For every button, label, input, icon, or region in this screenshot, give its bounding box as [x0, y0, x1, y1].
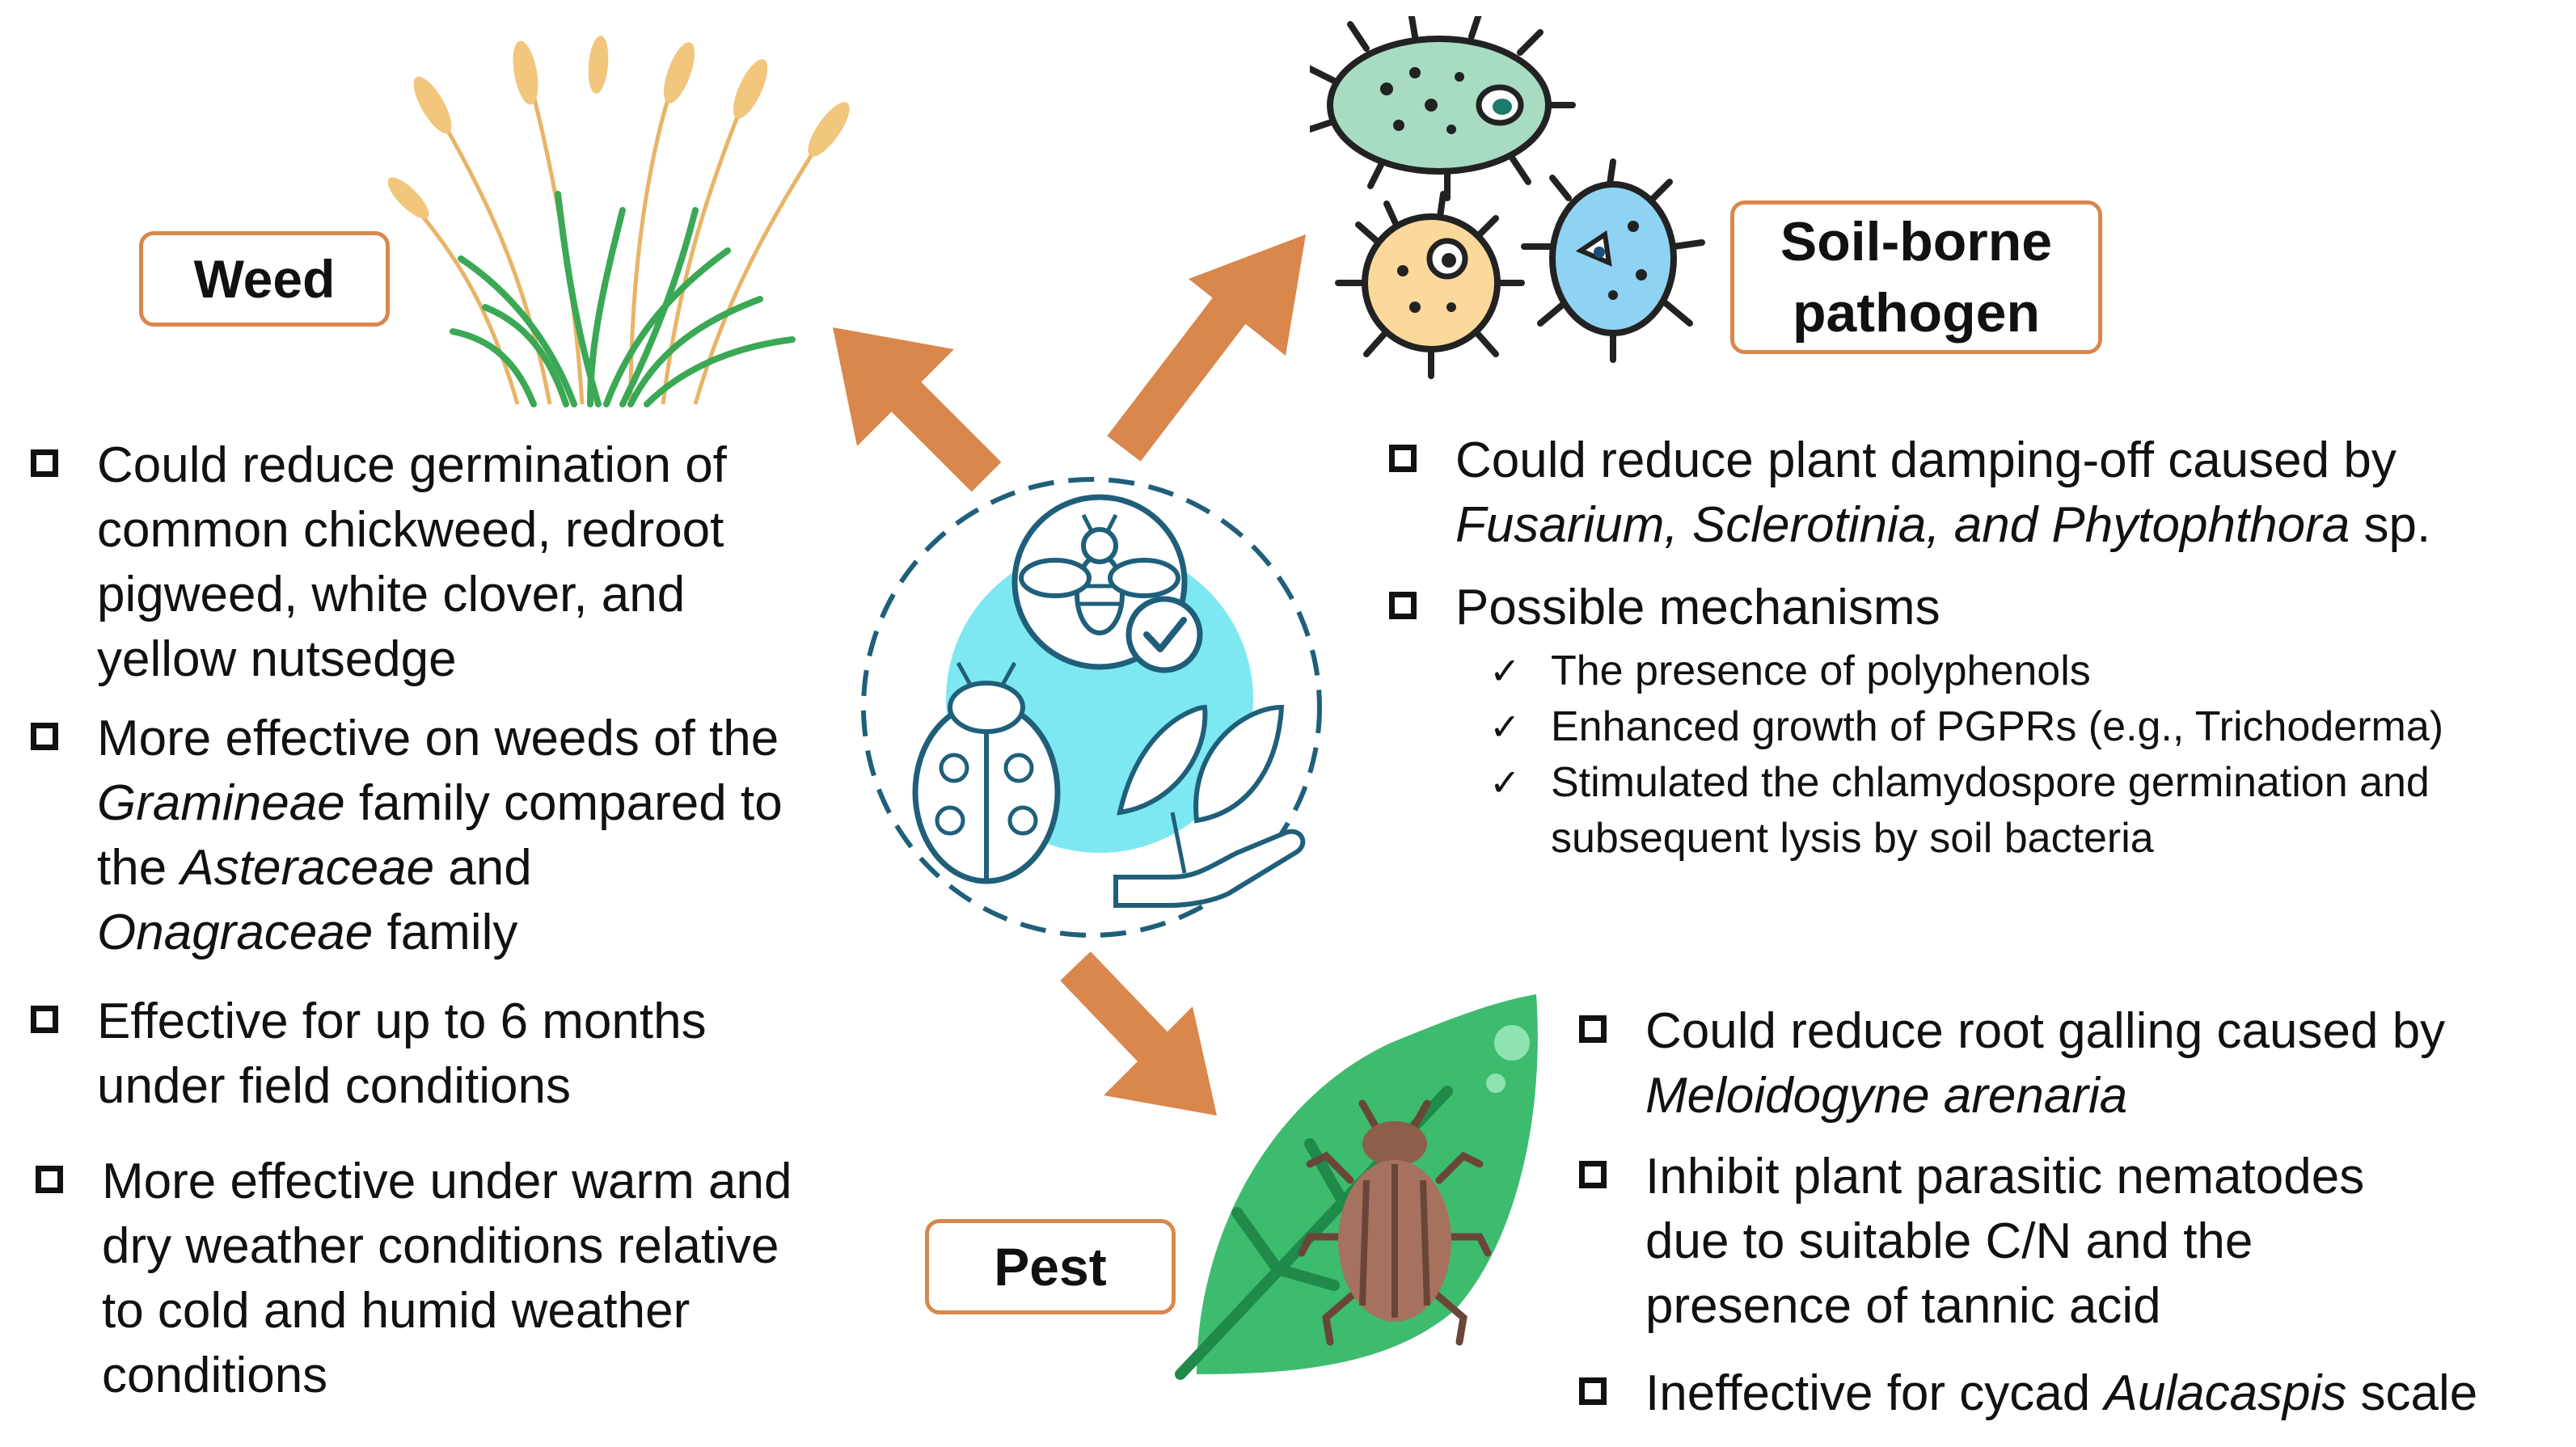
pathogen-label-line1: Soil-borne — [1780, 211, 2053, 272]
arrow-to-pest — [1060, 951, 1217, 1116]
arrow-to-pathogen — [1107, 234, 1306, 462]
pest-effects: Could reduce root galling caused by Melo… — [1573, 999, 2567, 1426]
checkbox-square-icon — [1579, 1377, 1607, 1405]
weed-item-2: More effective on weeds of the Gramineae… — [24, 707, 800, 965]
checkbox-square-icon — [36, 1166, 63, 1193]
checkbox-square-icon — [31, 1006, 58, 1033]
bee-icon — [1011, 494, 1188, 670]
pest-item-1: Could reduce root galling caused by Melo… — [1573, 999, 2567, 1128]
weed-label: Weed — [139, 231, 390, 327]
bacteria-illustration — [1310, 16, 1705, 379]
checkbox-square-icon — [1389, 592, 1417, 619]
checkmark-icon: ✓ — [1489, 650, 1521, 692]
beetle-icon — [1298, 1099, 1492, 1346]
mechanism-item-2: ✓ Enhanced growth of PGPRs (e.g., Tricho… — [1480, 699, 2547, 755]
beetle-on-leaf-illustration — [1175, 994, 1538, 1380]
weed-label-text: Weed — [193, 249, 336, 309]
pest-item-2: Inhibit plant parasitic nematodes due to… — [1573, 1145, 2454, 1339]
checkbox-square-icon — [1579, 1161, 1607, 1188]
grass-illustration — [388, 36, 850, 407]
pest-label: Pest — [925, 1219, 1176, 1314]
integrated-pest-management-icon — [861, 477, 1322, 938]
checkmark-icon: ✓ — [1489, 706, 1521, 748]
checkmark-icon: ✓ — [1489, 761, 1521, 804]
pest-label-text: Pest — [994, 1237, 1107, 1297]
checkbox-square-icon — [31, 723, 58, 750]
weed-effects-list: Could reduce germination of common chick… — [24, 433, 800, 1408]
checkbox-square-icon — [1579, 1015, 1607, 1043]
weed-item-4: More effective under warm and dry weathe… — [24, 1150, 800, 1408]
pathogen-item-2: Possible mechanisms — [1383, 576, 2563, 640]
weed-item-3: Effective for up to 6 months under field… — [24, 989, 800, 1119]
mechanisms-list: ✓ The presence of polyphenols ✓ Enhanced… — [1480, 643, 2547, 867]
pathogen-label: Soil-borne pathogen — [1730, 200, 2102, 354]
green-bacterium — [1310, 16, 1576, 201]
ladybug-icon — [912, 661, 1061, 884]
arrow-to-weed — [833, 327, 1002, 492]
hand-plant-icon — [1113, 704, 1306, 908]
pathogen-effects: Could reduce plant damping-off caused by… — [1383, 428, 2563, 867]
check-badge-icon — [1125, 596, 1203, 673]
weed-item-1: Could reduce germination of common chick… — [24, 433, 800, 692]
blue-bacterium — [1521, 158, 1705, 363]
pathogen-item-1: Could reduce plant damping-off caused by… — [1383, 428, 2563, 558]
pest-item-3: Ineffective for cycad Aulacaspis scale — [1573, 1361, 2567, 1426]
mechanism-item-3: ✓ Stimulated the chlamydospore germinati… — [1480, 755, 2547, 867]
mechanism-item-1: ✓ The presence of polyphenols — [1480, 643, 2547, 699]
checkbox-square-icon — [31, 449, 58, 477]
orange-bacterium — [1335, 191, 1525, 379]
pathogen-label-line2: pathogen — [1793, 282, 2040, 344]
checkbox-square-icon — [1389, 445, 1417, 472]
